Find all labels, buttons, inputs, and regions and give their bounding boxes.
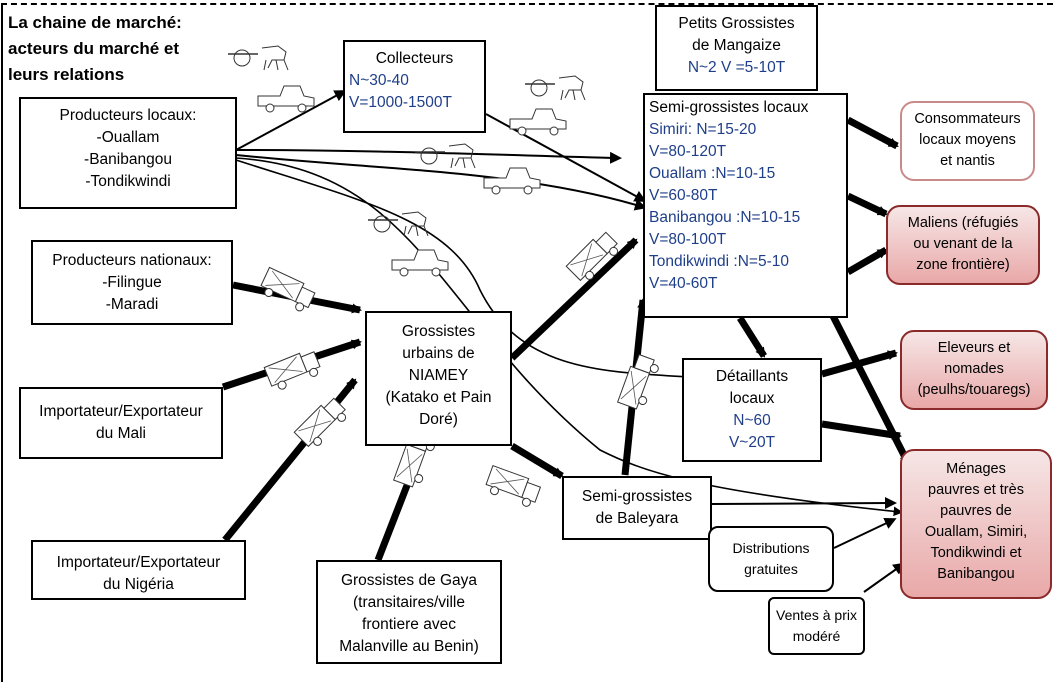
box-label: pauvres et très [928, 482, 1024, 498]
box-label: Eleveurs et [937, 340, 1011, 356]
box-label: Ménages [946, 461, 1006, 477]
box-label: Producteurs locaux: [59, 107, 197, 124]
box-grossistes-niamey: Grossistes urbains de NIAMEY (Katako et … [365, 311, 512, 446]
title-line: leurs relations [8, 65, 125, 84]
title-line: acteurs du marché et [8, 39, 180, 58]
box-label: -Filingue [102, 274, 162, 291]
box-label: de Mangaize [692, 37, 781, 54]
box-label: frontiere avec [362, 616, 456, 633]
box-distributions: Distributions gratuites [708, 526, 834, 592]
box-label: V=80-100T [649, 231, 727, 248]
box-label: V=1000-1500T [349, 94, 452, 111]
box-label: Ventes à prix [776, 607, 857, 623]
box-label: Producteurs nationaux: [52, 252, 212, 269]
box-menages: Ménages pauvres et très pauvres de Ouall… [900, 449, 1052, 599]
box-label: Collecteurs [375, 50, 454, 67]
box-label: Tondikwindi et [930, 545, 1022, 561]
box-label: de Baleyara [595, 510, 679, 527]
box-label: Petits Grossistes [678, 15, 795, 32]
box-label: locaux moyens [919, 132, 1016, 148]
box-label: Doré) [419, 411, 458, 428]
diagram-title: La chaine de marché: acteurs du marché e… [8, 10, 182, 88]
box-label: (Katako et Pain [385, 389, 492, 406]
box-ventes: Ventes à prix modéré [768, 597, 865, 655]
box-detaillants: Détaillants locaux N~60 V~20T [682, 358, 822, 462]
box-label: Banibangou [937, 566, 1015, 582]
box-label: pauvres de [940, 503, 1012, 519]
box-label: urbains de [402, 345, 475, 362]
box-label: -Banibangou [84, 151, 172, 168]
box-eleveurs: Eleveurs et nomades (peulhs/touaregs) [900, 330, 1048, 410]
box-label: Distributions [732, 540, 810, 556]
box-label: Banibangou :N=10-15 [649, 209, 801, 226]
box-label: Importateur/Exportateur [56, 554, 221, 571]
box-label: Tondikwindi :N=5-10 [649, 253, 790, 270]
box-label: (transitaires/ville [353, 594, 465, 611]
box-label: Importateur/Exportateur [39, 403, 203, 420]
diagram-frame [1, 3, 1053, 682]
box-label: N~30-40 [349, 72, 409, 89]
box-label: Malanville au Benin) [339, 638, 479, 655]
box-label: zone frontière) [916, 257, 1010, 273]
box-label: du Nigéria [103, 576, 174, 593]
box-label: locaux [729, 390, 775, 407]
box-label: modéré [792, 628, 841, 644]
box-label: Simiri: N=15-20 [649, 121, 757, 138]
box-label: N~60 [733, 412, 771, 429]
box-label: Ouallam :N=10-15 [649, 165, 776, 182]
box-semi-grossistes-baleyara: Semi-grossistes de Baleyara [562, 476, 712, 540]
box-label: gratuites [744, 561, 798, 577]
box-grossistes-gaya: Grossistes de Gaya (transitaires/ville f… [316, 560, 502, 664]
box-label: (peulhs/touaregs) [917, 382, 1031, 398]
box-label: V=80-120T [649, 143, 727, 160]
box-label: Ouallam, Simiri, [924, 524, 1028, 540]
box-petits-grossistes: Petits Grossistes de Mangaize N~2 V =5-1… [655, 5, 818, 91]
box-label: du Mali [96, 425, 146, 442]
box-producteurs-nationaux: Producteurs nationaux: -Filingue -Maradi [31, 240, 233, 325]
box-label: Maliens (réfugiés [907, 215, 1019, 231]
box-label: Semi-grossistes [581, 488, 693, 505]
box-importateur-nigeria: Importateur/Exportateur du Nigéria [31, 540, 246, 600]
box-label: Semi-grossistes locaux [649, 99, 809, 116]
box-semi-grossistes-locaux: Semi-grossistes locaux Simiri: N=15-20 V… [643, 93, 848, 318]
box-collecteurs: Collecteurs N~30-40 V=1000-1500T [343, 40, 486, 133]
box-label: Détaillants [715, 368, 789, 385]
box-label: N~2 V =5-10T [687, 59, 786, 76]
box-label: et nantis [940, 153, 995, 169]
box-label: Grossistes [401, 323, 476, 340]
box-label: ou venant de la [913, 236, 1013, 252]
box-label: Consommateurs [914, 111, 1021, 127]
box-producteurs-locaux: Producteurs locaux: -Ouallam -Banibangou… [19, 97, 237, 209]
box-maliens: Maliens (réfugiés ou venant de la zone f… [886, 205, 1040, 285]
box-label: NIAMEY [408, 367, 469, 384]
box-label: V~20T [728, 434, 776, 451]
box-label: -Tondikwindi [85, 173, 171, 190]
box-label: nomades [944, 361, 1004, 377]
box-label: Grossistes de Gaya [340, 572, 478, 589]
box-label: V=60-80T [649, 187, 718, 204]
box-label: -Ouallam [96, 129, 160, 146]
box-consommateurs: Consommateurs locaux moyens et nantis [900, 101, 1035, 181]
box-importateur-mali: Importateur/Exportateur du Mali [19, 387, 223, 459]
box-label: V=40-60T [649, 275, 718, 292]
box-label: -Maradi [105, 296, 159, 313]
title-line: La chaine de marché: [8, 13, 182, 32]
